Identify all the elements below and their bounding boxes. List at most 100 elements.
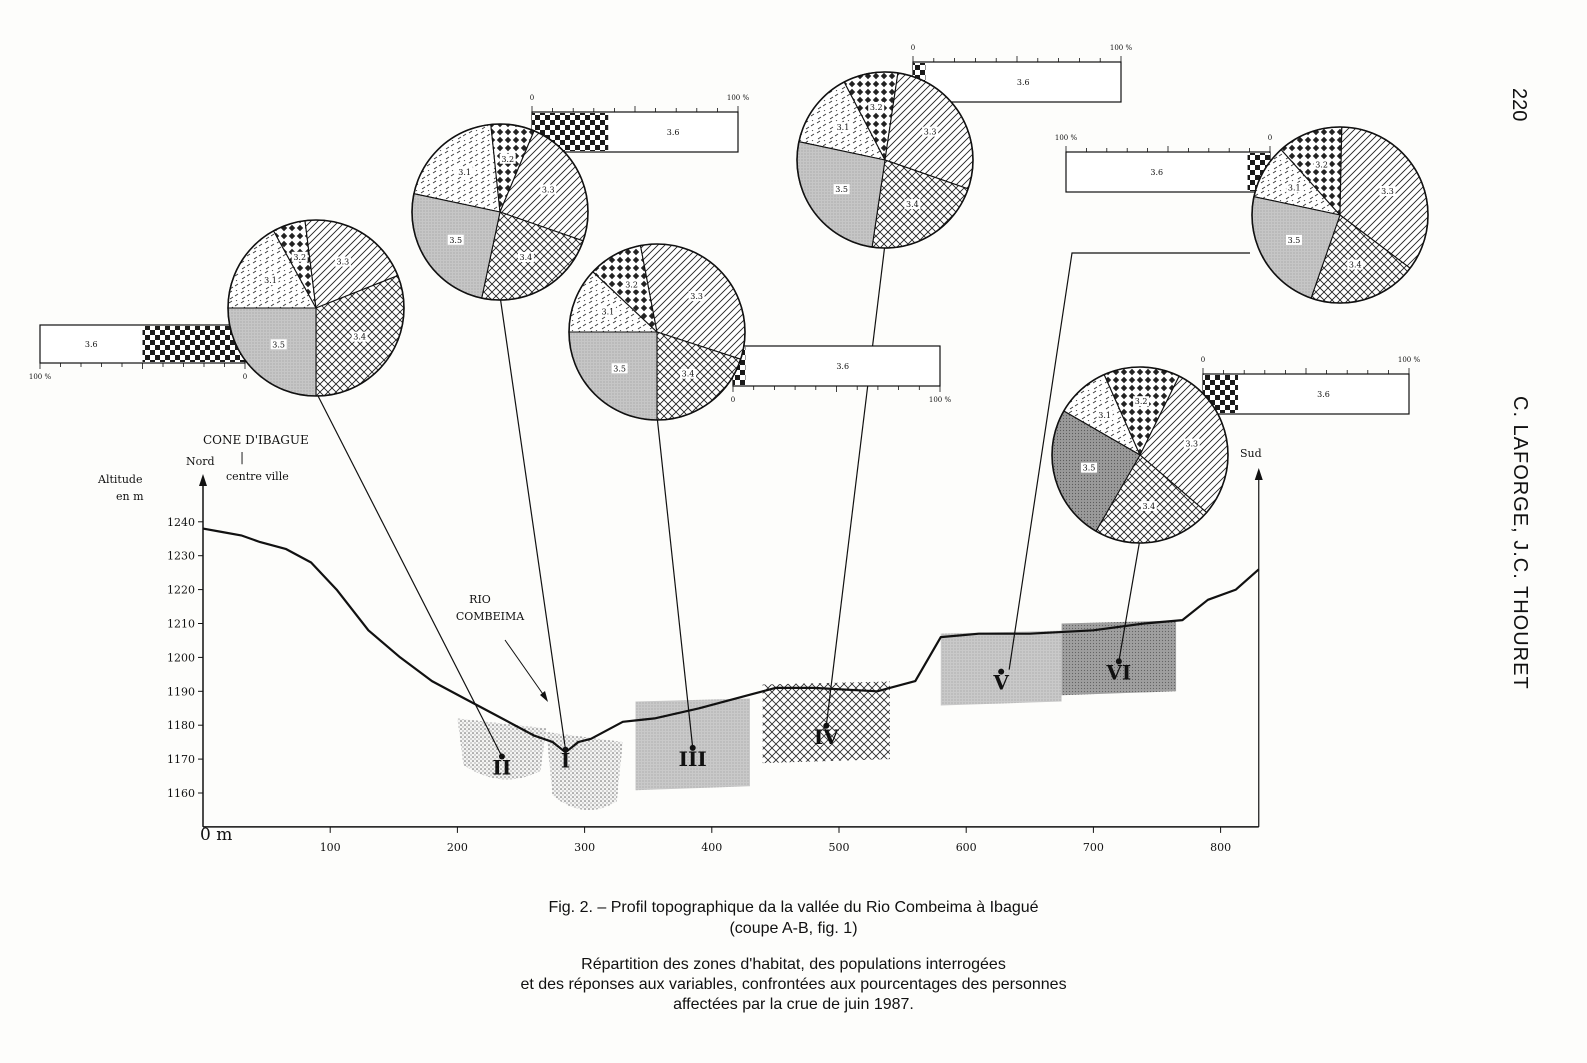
pie-charts: 3.6 0 100 % 3.1 3.2 3.3 3.4 3.5 3.6 0 100 % 3.1 3.2 3… — [29, 44, 1429, 544]
river-arrowhead — [540, 691, 548, 702]
direction-right: Sud — [1240, 447, 1262, 460]
pie-sector-label-vi: 3.3 — [1185, 440, 1198, 449]
pie-sector-label-vi: 3.1 — [1098, 411, 1111, 420]
bar-frame-v — [1065, 151, 1271, 193]
bar-scale-end-ii: 100 % — [29, 373, 52, 381]
pie-sector-label-iv: 3.5 — [835, 185, 848, 194]
pie-label-bg — [499, 153, 516, 164]
pie-sector-label-i: 3.3 — [542, 186, 555, 195]
leader-dot-v — [998, 668, 1005, 675]
figure-description-line-1: Répartition des zones d'habitat, des pop… — [581, 956, 1006, 973]
pie-label-bg — [611, 363, 628, 374]
bar-label-iii: 3.6 — [836, 362, 849, 371]
zone-label-i: I — [561, 749, 570, 773]
pie-label-bg — [262, 275, 279, 286]
pie-sector-label-iii: 3.5 — [613, 364, 626, 373]
pie-label-bg — [868, 101, 885, 112]
x-tick-label: 800 — [1210, 841, 1231, 854]
bar-scale-end-vi: 100 % — [1398, 356, 1421, 364]
pie-sector-ii-3-5 — [227, 307, 317, 397]
bar-label-iv: 3.6 — [1017, 78, 1030, 87]
leader-dot-ii — [498, 753, 505, 760]
bar-scale-start-i: 0 — [530, 94, 534, 102]
pie-label-bg — [456, 166, 473, 177]
pie-label-bg — [1347, 259, 1364, 270]
river-arrow — [504, 639, 546, 698]
figure-caption: Fig. 2. – Profil topographique da la val… — [0, 897, 1587, 939]
bar-scale-start-v: 0 — [1268, 134, 1272, 142]
pie-outline-vi — [1051, 366, 1229, 544]
pie-sector-label-ii: 3.2 — [293, 253, 306, 262]
pie-label-bg — [599, 306, 616, 317]
pie-sector-iv-3-5 — [796, 141, 886, 248]
pie-label-bg — [540, 184, 557, 195]
pie-outline-iv — [796, 71, 974, 249]
bar-scale-start-iv: 0 — [911, 44, 915, 52]
figure-caption-line-1: Fig. 2. – Profil topographique da la val… — [548, 899, 1039, 916]
y-tick-label: 1210 — [167, 618, 195, 631]
leader-line-i — [499, 295, 567, 750]
pie-label-bg — [1096, 409, 1113, 420]
zone-i — [546, 731, 623, 811]
pie-sector-label-iii: 3.2 — [625, 281, 638, 290]
pie-outline-i — [411, 123, 589, 301]
leader-dot-i — [562, 746, 569, 753]
annotation-centre: centre ville — [226, 470, 289, 483]
right-axis-arrow — [1254, 468, 1263, 480]
pie-label-bg — [904, 199, 921, 210]
zone-label-v: V — [992, 671, 1009, 695]
pie-sector-label-iv: 3.3 — [924, 128, 937, 137]
zone-label-vi: VI — [1105, 660, 1131, 684]
pie-label-bg — [922, 126, 939, 137]
leader-dot-vi — [1115, 658, 1122, 665]
bar-frame-iii — [732, 345, 941, 387]
pie-label-bg — [517, 252, 534, 263]
pie-sector-label-i: 3.5 — [449, 236, 462, 245]
y-tick-label: 1240 — [167, 516, 195, 529]
zone-label-iv: IV — [814, 725, 839, 749]
direction-left: Nord — [186, 455, 215, 468]
annotation-river-line1: RIO — [469, 593, 491, 606]
bar-label-ii: 3.6 — [85, 340, 98, 349]
y-tick-label: 1180 — [167, 719, 195, 732]
leader-line-v — [1008, 252, 1250, 670]
figure-description-line-3: affectées par la crue de juin 1987. — [673, 996, 914, 1013]
pie-label-bg — [623, 279, 640, 290]
x-tick-label: 200 — [447, 841, 468, 854]
pie-sector-label-vi: 3.4 — [1142, 502, 1155, 511]
y-tick-label: 1170 — [167, 753, 195, 766]
pie-label-bg — [680, 368, 697, 379]
x-tick-label: 600 — [956, 841, 977, 854]
leader-line-ii — [315, 391, 503, 757]
pie-label-bg — [1313, 159, 1330, 170]
pie-label-bg — [688, 291, 705, 302]
x-tick-label: 500 — [829, 841, 850, 854]
leader-dot-iv — [823, 722, 830, 729]
y-tick-label: 1160 — [167, 787, 195, 800]
pie-outline-v — [1251, 126, 1429, 304]
profile-line — [202, 527, 1260, 754]
pie-sector-label-ii: 3.3 — [337, 258, 350, 267]
zone-label-ii: II — [493, 755, 512, 779]
x-tick-label: 400 — [701, 841, 722, 854]
pie-label-bg — [1285, 234, 1302, 245]
pie-sector-iii-3-5 — [568, 331, 658, 421]
pie-label-bg — [291, 251, 308, 262]
bar-fill-ii — [142, 326, 245, 362]
pie-label-bg — [1286, 182, 1303, 193]
leader-line-iii — [656, 415, 694, 748]
pie-label-bg — [351, 331, 368, 342]
pie-outline-iii — [568, 243, 746, 421]
pie-sector-label-iv: 3.4 — [906, 200, 919, 209]
y-tick-label: 1220 — [167, 584, 195, 597]
leader-line-vi — [1118, 538, 1141, 662]
page-number: 220 — [1508, 88, 1530, 122]
leader-line-iv — [825, 243, 886, 726]
pie-sector-label-v: 3.3 — [1381, 187, 1394, 196]
y-axis-label-line2: en m — [116, 490, 144, 503]
pie-label-bg — [334, 256, 351, 267]
pie-sector-label-iv: 3.1 — [837, 123, 850, 132]
pie-outline-ii — [227, 219, 405, 397]
